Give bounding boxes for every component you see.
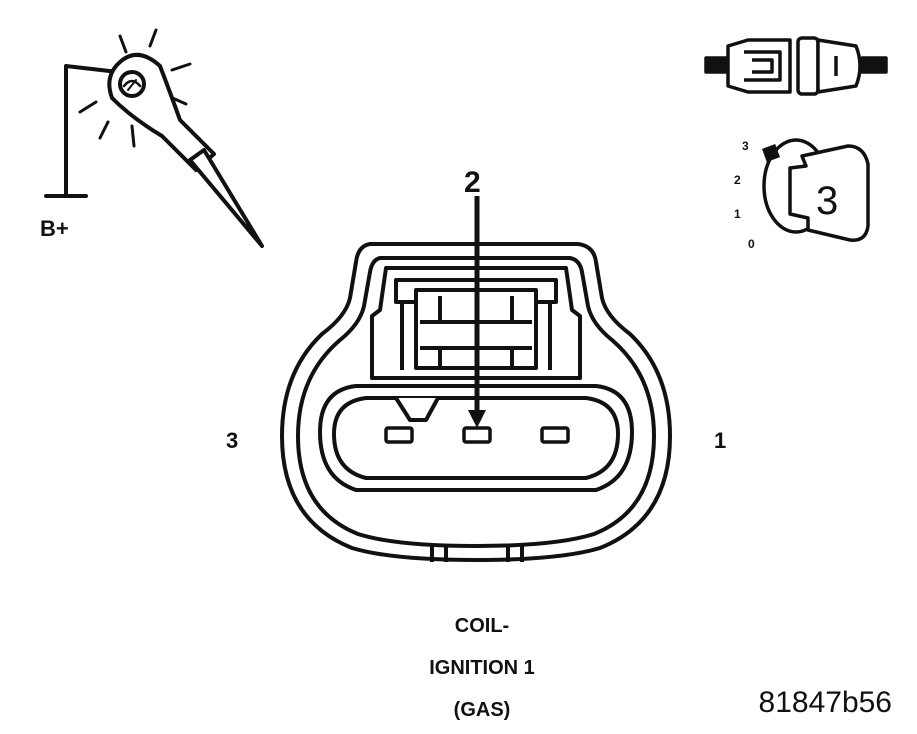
pin-terminal-2 [462, 426, 492, 444]
pin-terminal-3 [384, 426, 414, 444]
ignition-switch-icon [762, 138, 870, 242]
test-light-probe-icon [44, 28, 264, 248]
ignition-position-3: 3 [742, 139, 749, 153]
pin-terminal-1 [540, 426, 570, 444]
disconnected-connector-icon [704, 36, 888, 96]
pin-label-2: 2 [464, 166, 481, 199]
pin-label-1: 1 [714, 428, 726, 453]
ignition-key-icon [788, 144, 870, 242]
ignition-position-1: 1 [734, 207, 741, 221]
probe-tip [188, 148, 264, 248]
pin-indicator-arrow-icon [468, 196, 486, 428]
caption-line-3: (GAS) [454, 699, 511, 721]
supply-label: B+ [40, 216, 69, 241]
probe-lead [64, 64, 120, 198]
caption-line-1: COIL- [455, 615, 509, 637]
keying-notch [394, 396, 440, 422]
ignition-key-position: 3 [816, 179, 838, 223]
pin-label-3: 3 [226, 428, 238, 453]
connector-bottom-tabs [430, 546, 524, 562]
caption-line-2: IGNITION 1 [429, 657, 535, 679]
ignition-position-2: 2 [734, 173, 741, 187]
figure-id: 81847b56 [759, 686, 892, 719]
ignition-position-0: 0 [748, 237, 755, 251]
